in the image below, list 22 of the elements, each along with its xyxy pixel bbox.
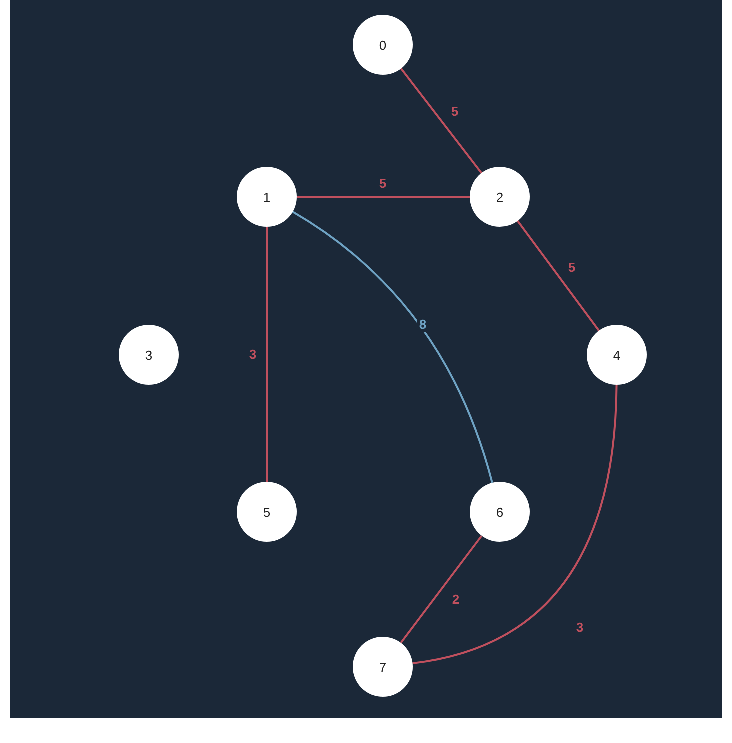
- edge-label: 5: [566, 261, 578, 275]
- edge-label: 2: [450, 593, 462, 607]
- edge-label: 3: [247, 348, 259, 362]
- vertex-label: 5: [263, 504, 271, 520]
- edge-label: 3: [574, 621, 586, 635]
- weighted-edge: [517, 220, 600, 332]
- weighted-edge: [297, 196, 470, 198]
- vertex-label: 2: [496, 190, 504, 204]
- vertex-label: 1: [263, 190, 271, 204]
- edge-label: 5: [377, 177, 389, 191]
- weighted-edge: [412, 384, 618, 665]
- weighted-edge: [400, 68, 482, 174]
- weighted-edge: [400, 535, 483, 644]
- vertex-label: 0: [379, 38, 387, 52]
- edge-label: 5: [449, 105, 461, 119]
- vertex-label: 7: [379, 660, 387, 674]
- weighted-edge: [292, 211, 494, 484]
- edge-label: 8: [417, 318, 429, 332]
- vertex-label: 4: [613, 348, 621, 362]
- weighted-edge: [266, 227, 268, 482]
- vertex-label: 6: [496, 504, 504, 520]
- vertex-label: 3: [145, 348, 153, 362]
